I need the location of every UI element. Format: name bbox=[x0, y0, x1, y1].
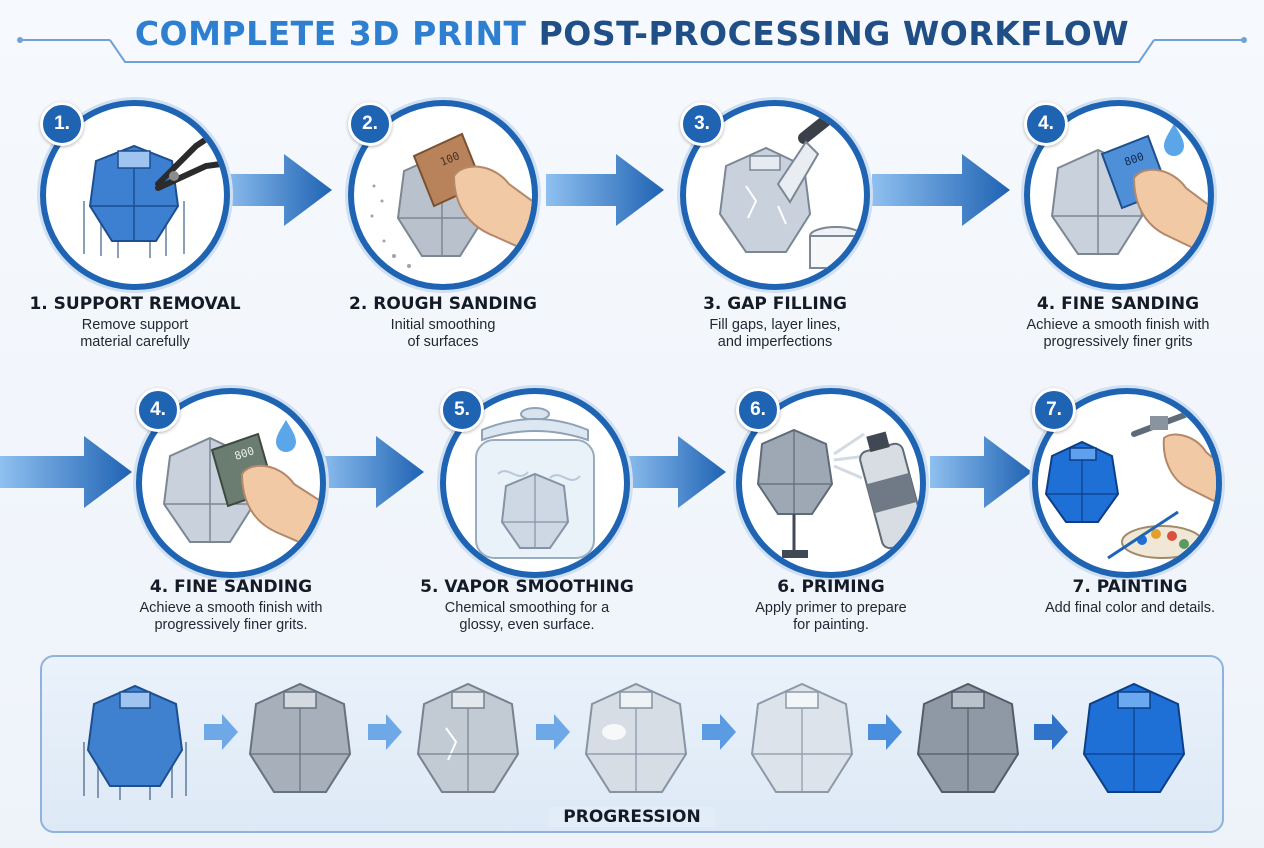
step4b-label: 4. FINE SANDING bbox=[149, 577, 313, 597]
step4-label: 4. FINE SANDING bbox=[1036, 294, 1200, 314]
step6-description: Apply primer to prepare for painting. bbox=[755, 600, 907, 633]
step7-badge: 7. bbox=[1032, 388, 1076, 432]
arrow-step5-to-step6 bbox=[622, 436, 726, 508]
mini-arrow-4 bbox=[702, 714, 736, 750]
step4-description: Achieve a smooth finish with progressive… bbox=[1026, 317, 1210, 350]
water-drop-icon bbox=[1164, 124, 1184, 156]
stage-supported-print bbox=[83, 684, 187, 800]
water-drop-icon bbox=[276, 420, 296, 452]
arrow-into-step4b bbox=[0, 436, 132, 508]
step1-description: Remove support material carefully bbox=[80, 317, 190, 350]
sandpaper-grit-fine-2: 800 bbox=[233, 444, 256, 463]
title-part-1: COMPLETE 3D PRINT bbox=[134, 14, 527, 53]
arrow-step1-to-step2 bbox=[222, 154, 332, 226]
stage-vapor-smoothed bbox=[750, 682, 854, 793]
vapor-jar-icon bbox=[475, 407, 595, 559]
stage-painted bbox=[1082, 682, 1186, 793]
mini-arrow-2 bbox=[368, 714, 402, 750]
step6-label: 6. PRIMING bbox=[777, 577, 885, 597]
step3-description: Fill gaps, layer lines, and imperfection… bbox=[709, 317, 841, 350]
stage-primed bbox=[916, 682, 1020, 793]
step4b-badge: 4. bbox=[136, 388, 180, 432]
arrow-step4b-to-step5 bbox=[318, 436, 424, 508]
step4-badge: 4. bbox=[1024, 102, 1068, 146]
stage-rough-sanded bbox=[248, 682, 352, 793]
header-decoration bbox=[17, 37, 1247, 63]
page-title: COMPLETE 3D PRINT POST-PROCESSING WORKFL… bbox=[0, 14, 1264, 53]
arrow-step6-to-step7 bbox=[930, 436, 1032, 508]
step4-illustration: 800 bbox=[1024, 100, 1214, 290]
sanding-hand-icon: 100 bbox=[370, 132, 532, 268]
step7-label: 7. PAINTING bbox=[1072, 577, 1188, 597]
step6-badge: 6. bbox=[736, 388, 780, 432]
step5-description: Chemical smoothing for a glossy, even su… bbox=[444, 600, 610, 633]
fine-sanding-hand-icon: 800 bbox=[1050, 124, 1208, 257]
pliers-model-icon bbox=[83, 133, 224, 258]
step2-badge: 2. bbox=[348, 102, 392, 146]
arrow-step2-to-step3 bbox=[546, 154, 664, 226]
spray-can-icon bbox=[756, 428, 920, 558]
arrow-step3-to-step4 bbox=[872, 154, 1010, 226]
step2-description: Initial smoothing of surfaces bbox=[390, 317, 496, 350]
header: COMPLETE 3D PRINT POST-PROCESSING WORKFL… bbox=[0, 0, 1264, 80]
step5-label: 5. VAPOR SMOOTHING bbox=[420, 577, 634, 597]
step7-description: Add final color and details. bbox=[1044, 600, 1216, 616]
step1-label: 1. SUPPORT REMOVAL bbox=[29, 294, 241, 314]
mini-arrow-6 bbox=[1034, 714, 1068, 750]
mini-arrow-1 bbox=[204, 714, 238, 750]
step4b-description: Achieve a smooth finish with progressive… bbox=[139, 600, 323, 633]
fine-sanding-hand-icon-2: 800 bbox=[162, 420, 320, 553]
step3-badge: 3. bbox=[680, 102, 724, 146]
mini-arrow-5 bbox=[868, 714, 902, 750]
progression-label-text: PROGRESSION bbox=[549, 807, 715, 827]
sandpaper-grit-fine: 800 bbox=[1123, 150, 1146, 169]
stage-gap-filled bbox=[416, 682, 520, 793]
step6-illustration bbox=[736, 388, 926, 578]
step5-badge: 5. bbox=[440, 388, 484, 432]
stage-fine-sanded bbox=[584, 682, 688, 793]
step3-label: 3. GAP FILLING bbox=[703, 294, 847, 314]
mini-arrow-3 bbox=[536, 714, 570, 750]
step5-illustration bbox=[440, 388, 630, 578]
step2-label: 2. ROUGH SANDING bbox=[349, 294, 537, 314]
step1-badge: 1. bbox=[40, 102, 84, 146]
title-part-2: POST-PROCESSING WORKFLOW bbox=[538, 14, 1130, 53]
progression-label: PROGRESSION bbox=[0, 807, 1264, 827]
